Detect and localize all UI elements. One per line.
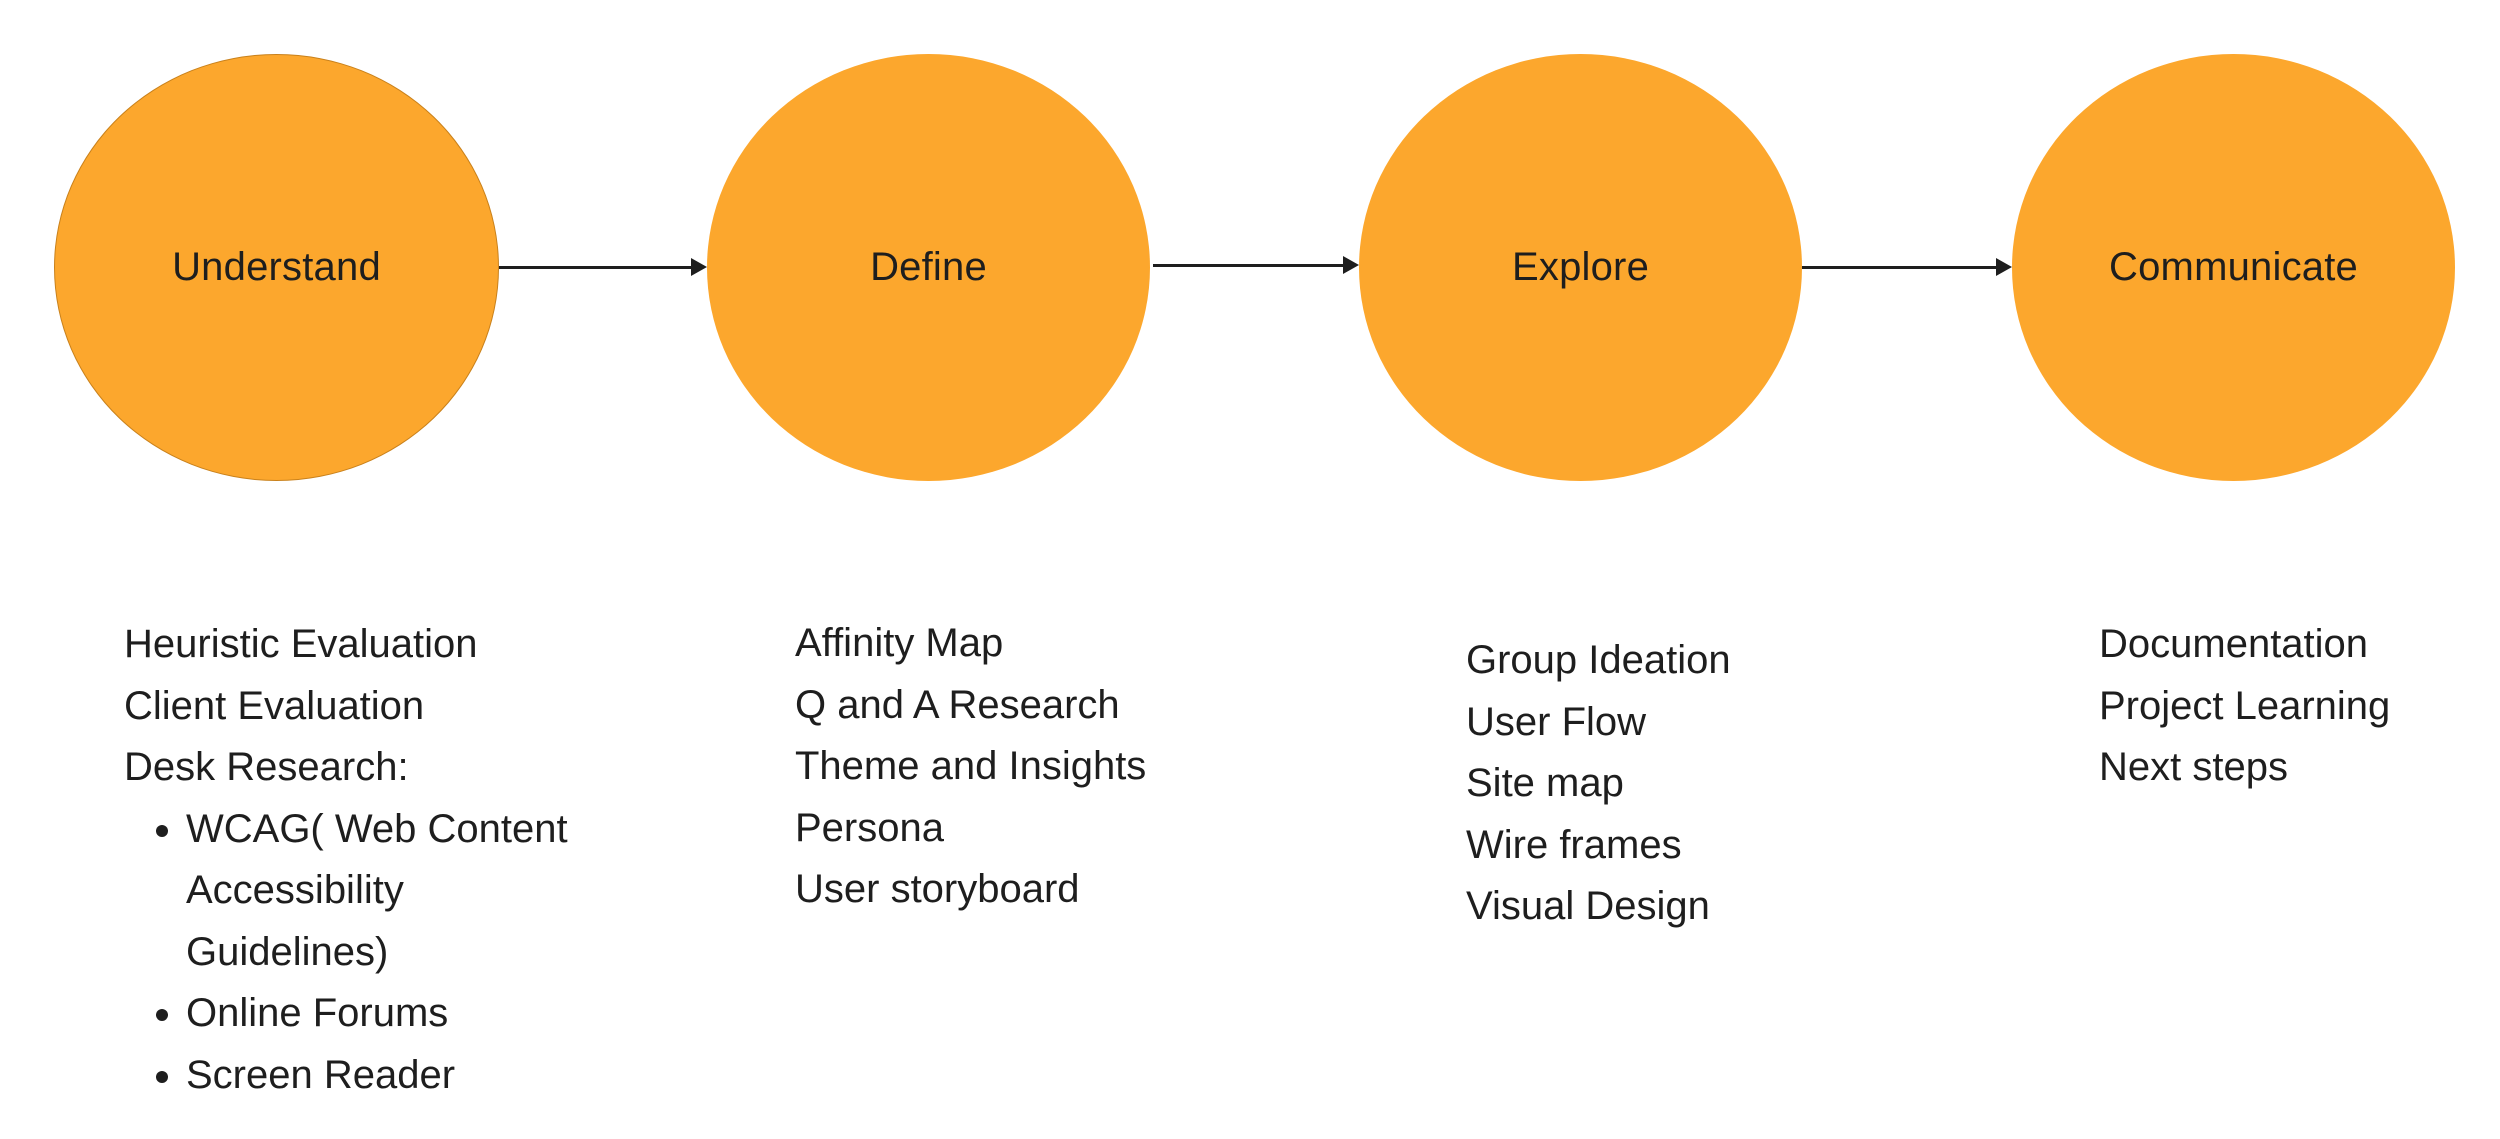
list-item: Project Learning [2099,683,2391,728]
bullet-line: Guidelines) [186,929,389,974]
list-item: Theme and Insights [795,744,1147,788]
understand-activities: Heuristic Evaluation Client Evaluation D… [124,614,568,1106]
list-item: Visual Design [1466,884,1710,928]
desk-research-bullets: WCAG( Web Content Accessibility Guidelin… [124,799,568,1107]
bullet-line: WCAG( Web Content [186,806,568,851]
list-item: User storyboard [795,867,1080,911]
list-item: Desk Research: [124,745,409,789]
stage-label-define: Define [870,245,987,289]
define-activities: Affinity Map Q and A Research Theme and … [795,613,1146,921]
list-item: Client Evaluation [124,683,425,728]
bullet-item-online-forums: Online Forums [186,983,568,1045]
stage-label-understand: Understand [172,245,381,289]
bullet-item-wcag: WCAG( Web Content Accessibility Guidelin… [186,799,568,984]
arrow-define-to-explore [1153,256,1359,274]
explore-activities: Group Ideation User Flow Site map Wire f… [1466,630,1731,938]
list-item: Heuristic Evaluation [124,622,478,666]
bullet-line: Accessibility [186,868,404,912]
list-item: Documentation [2099,622,2369,666]
bullet-item-screen-reader: Screen Reader [186,1045,568,1107]
bullet-line: Screen Reader [186,1052,456,1097]
communicate-activities: Documentation Project Learning Next step… [2099,614,2390,799]
stage-understand: Understand [54,54,499,481]
stage-communicate: Communicate [2012,54,2455,481]
list-item: Group Ideation [1466,638,1731,682]
list-item: Site map [1466,761,1624,805]
bullet-line: Online Forums [186,991,449,1035]
arrow-understand-to-define [499,258,707,276]
list-item: Persona [795,805,944,850]
arrow-explore-to-communicate [1802,258,2012,276]
stage-define: Define [707,54,1150,481]
list-item: Wire frames [1466,822,1682,867]
list-item: Q and A Research [795,682,1120,727]
stage-label-explore: Explore [1511,245,1650,289]
stage-explore: Explore [1359,54,1802,481]
list-item: Next steps [2099,745,2288,789]
list-item: Affinity Map [795,621,1004,665]
list-item: User Flow [1466,699,1647,744]
stage-label-communicate: Communicate [2109,245,2358,289]
